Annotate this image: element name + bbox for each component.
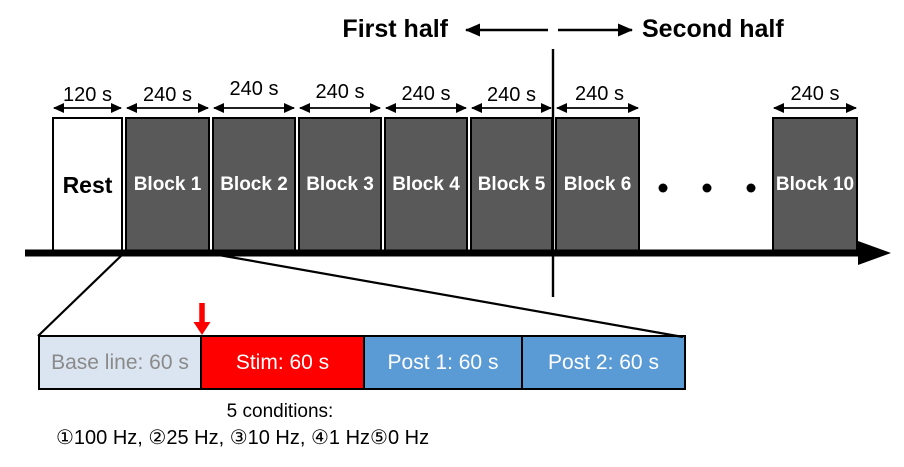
duration-label-block2: 240 s: [229, 78, 279, 100]
timeline-block-5: Block 5: [470, 117, 553, 253]
duration-label-block6: 240 s: [575, 83, 624, 105]
duration-label-block4: 240 s: [401, 83, 451, 105]
segment-stim: Stim: 60 s: [200, 335, 365, 390]
stim-onset-arrow: [193, 303, 211, 335]
duration-label-rest: 120 s: [63, 84, 112, 106]
timeline-block-1: Block 1: [125, 117, 210, 253]
second-half-label: Second half: [642, 15, 784, 43]
timeline-block-2: Block 2: [212, 117, 296, 253]
timeline-block-rest: Rest: [52, 117, 123, 253]
duration-label-block1: 240 s: [143, 84, 192, 106]
conditions-list: ①100 Hz, ②25 Hz, ③10 Hz, ④1 Hz⑤0 Hz: [56, 427, 430, 449]
duration-label-block3: 240 s: [315, 81, 365, 103]
duration-label-block5: 240 s: [487, 84, 536, 106]
timeline-block-4: Block 4: [384, 117, 468, 253]
duration-label-block10: 240 s: [790, 83, 840, 105]
timeline-block-3: Block 3: [298, 117, 382, 253]
zoom-guide-lines: [37, 252, 684, 339]
segment-post2: Post 2: 60 s: [521, 335, 686, 390]
timeline-block-6: Block 6: [555, 117, 640, 253]
segment-post1: Post 1: 60 s: [363, 335, 523, 390]
timeline-block-10: Block 10: [772, 117, 858, 253]
first-half-label: First half: [342, 15, 448, 43]
ellipsis-dots: [658, 183, 756, 193]
segment-baseline: Base line: 60 s: [38, 335, 202, 390]
conditions-heading: 5 conditions:: [226, 401, 334, 422]
